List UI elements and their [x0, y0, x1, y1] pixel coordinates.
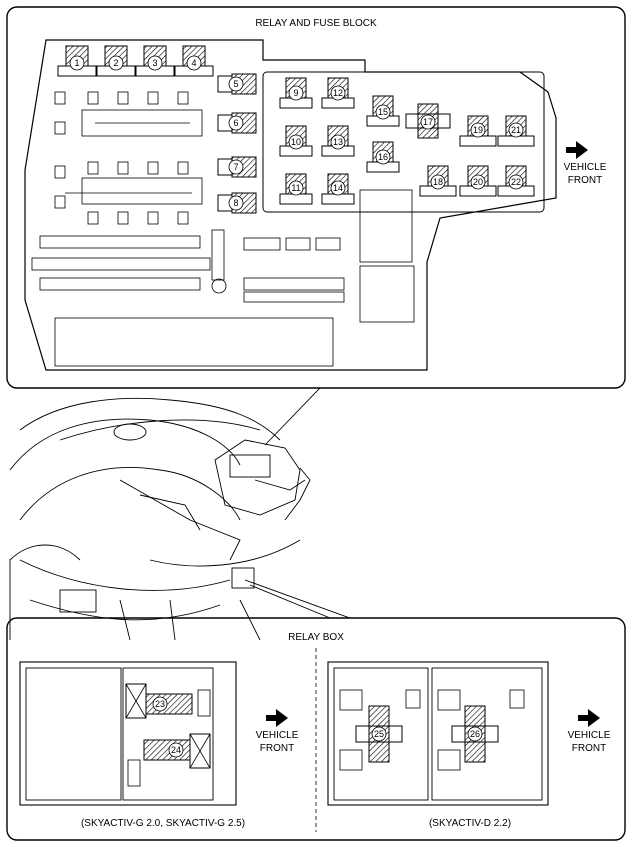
relay-14: 14 — [321, 173, 355, 205]
relay-label-5: 5 — [233, 79, 238, 89]
relay-label-12: 12 — [333, 88, 343, 98]
relay-box-right-variant — [327, 661, 549, 806]
relay-12: 12 — [321, 77, 355, 109]
relay-3: 3 — [135, 45, 175, 77]
relay-label-2: 2 — [113, 58, 118, 68]
right-variant-caption: (SKYACTIV-D 2.2) — [429, 818, 511, 829]
relay-label-11: 11 — [291, 183, 300, 193]
relay-fuse-block-panel: RELAY AND FUSE BLOCK — [6, 6, 626, 389]
relay-23: 23 — [152, 696, 168, 712]
vehicle-front-arrow-right-icon — [578, 709, 600, 727]
relay-9: 9 — [279, 77, 313, 109]
relay-26: 26 — [467, 726, 483, 742]
relay-label-18: 18 — [433, 177, 443, 187]
relay-20: 20 — [459, 165, 497, 197]
relay-4: 4 — [174, 45, 214, 77]
relay-15: 15 — [366, 95, 400, 127]
relay-label-21: 21 — [511, 125, 521, 135]
relay-label-23: 23 — [155, 699, 165, 709]
relay-box-left-housing — [19, 661, 237, 806]
relay-10: 10 — [279, 125, 313, 157]
relay-18: 18 — [419, 165, 457, 197]
relay-label-6: 6 — [233, 118, 238, 128]
relay-label-9: 9 — [293, 88, 298, 98]
vehicle-front-label-line2: FRONT — [568, 175, 602, 186]
relay-5: 5 — [217, 73, 257, 95]
relay-21: 21 — [497, 115, 535, 147]
relay-1: 1 — [57, 45, 97, 77]
relay-label-19: 19 — [473, 125, 483, 135]
fuse-grid-left — [31, 91, 415, 367]
vehicle-front-arrow-icon — [566, 141, 588, 159]
relay-label-16: 16 — [378, 152, 388, 162]
relay-8: 8 — [217, 192, 257, 214]
vehicle-front-arrow-left-icon — [266, 709, 288, 727]
relay-label-20: 20 — [473, 177, 483, 187]
relay-19: 19 — [459, 115, 497, 147]
relay-25: 25 — [371, 726, 387, 742]
engine-bay-illustration — [9, 387, 390, 641]
relay-11: 11 — [279, 173, 313, 205]
relay-box-right-housing — [327, 661, 549, 806]
vehicle-front-label-line1: VEHICLE — [564, 162, 607, 173]
relay-13: 13 — [321, 125, 355, 157]
vehicle-front-left-line2: FRONT — [260, 743, 294, 754]
bottom-panel-frame — [6, 617, 626, 841]
relay-2: 2 — [96, 45, 136, 77]
relay-box-title: RELAY BOX — [288, 632, 344, 643]
top-panel-frame — [6, 6, 626, 389]
relay-16: 16 — [366, 141, 400, 173]
relay-label-25: 25 — [374, 729, 384, 739]
relay-label-1: 1 — [74, 58, 79, 68]
relay-label-15: 15 — [378, 107, 388, 117]
fuse-block-outline — [24, 39, 557, 371]
relay-22: 22 — [497, 165, 535, 197]
relay-box-left-variant — [19, 661, 237, 806]
vehicle-front-right-line2: FRONT — [572, 743, 606, 754]
relay-label-24: 24 — [171, 745, 181, 755]
relay-6: 6 — [217, 112, 257, 134]
relay-label-26: 26 — [470, 729, 480, 739]
relay-label-8: 8 — [233, 198, 238, 208]
relay-label-4: 4 — [191, 58, 196, 68]
relay-fuse-block-title: RELAY AND FUSE BLOCK — [255, 18, 377, 29]
relay-17: 17 — [405, 103, 451, 139]
relay-label-10: 10 — [291, 137, 301, 147]
relay-label-14: 14 — [333, 183, 343, 193]
relay-7: 7 — [217, 156, 257, 178]
relay-box-panel: RELAY BOX 23 24 VEHICLE FRONT — [6, 617, 626, 841]
relay-24: 24 — [168, 742, 184, 758]
vehicle-front-left-line1: VEHICLE — [256, 730, 299, 741]
relay-label-22: 22 — [511, 177, 521, 187]
relay-area-outline — [262, 71, 545, 213]
vehicle-front-right-line1: VEHICLE — [568, 730, 611, 741]
relay-label-7: 7 — [233, 162, 238, 172]
relay-label-3: 3 — [152, 58, 157, 68]
left-variant-caption: (SKYACTIV-G 2.0, SKYACTIV-G 2.5) — [81, 818, 245, 829]
relay-label-13: 13 — [333, 137, 343, 147]
relay-label-17: 17 — [423, 117, 433, 127]
